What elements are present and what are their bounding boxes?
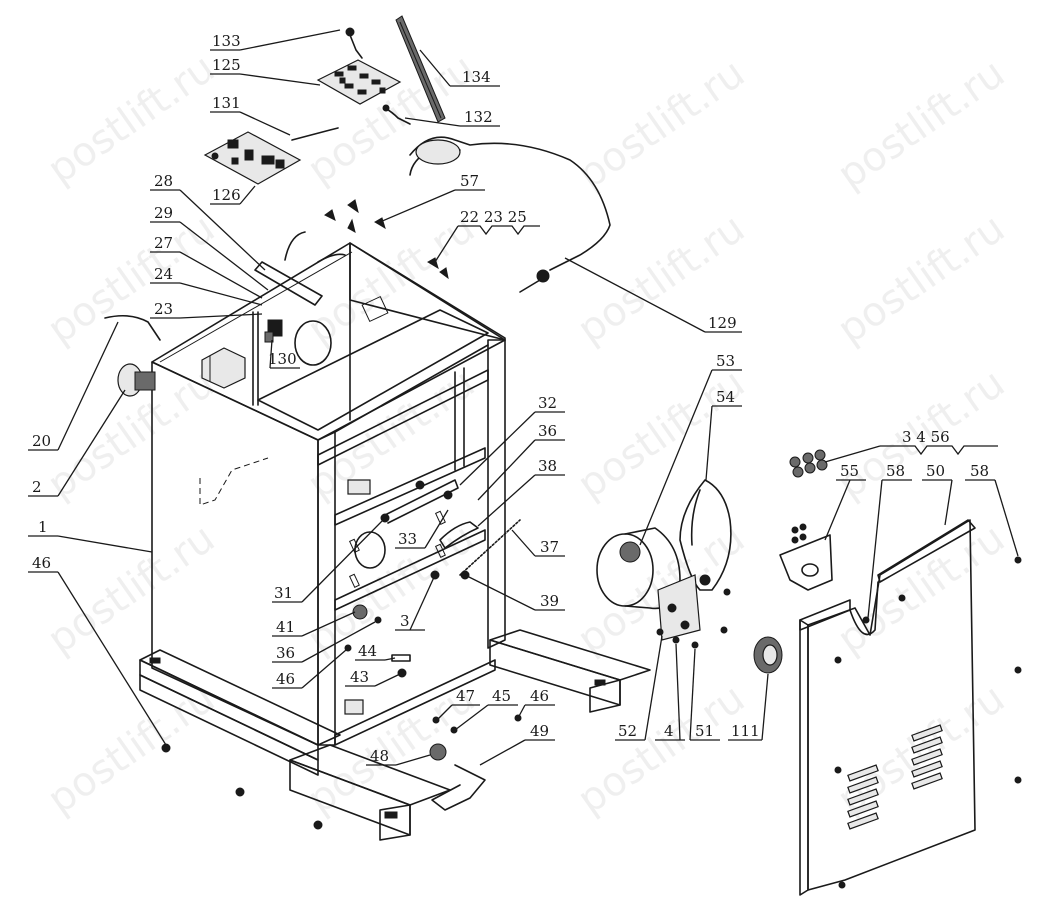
callout-48: 48	[370, 747, 389, 765]
part-134-rail	[395, 15, 446, 123]
part-57-fasteners	[324, 199, 386, 234]
watermark-text: postlift.ru	[299, 45, 483, 193]
watermark-text: postlift.ru	[299, 205, 483, 353]
callout-111: 111	[731, 722, 760, 740]
watermark-text: postlift.ru	[39, 205, 223, 353]
callout-46-center: 46	[276, 670, 295, 688]
callout-32: 32	[538, 394, 557, 412]
part-20-cable	[104, 314, 161, 341]
part-50-side-panel	[799, 519, 1022, 896]
callout-51: 51	[695, 722, 714, 740]
callout-52: 52	[618, 722, 637, 740]
callout-49: 49	[530, 722, 549, 740]
callout-31: 31	[274, 584, 293, 602]
callout-36-top: 36	[538, 422, 557, 440]
watermark-text: postlift.ru	[39, 675, 223, 823]
callout-133: 133	[212, 32, 241, 50]
part-111-pulley	[753, 636, 783, 674]
part-132-cable	[382, 104, 411, 125]
part-2-fitting	[117, 363, 156, 397]
callout-55: 55	[840, 462, 859, 480]
callout-131: 131	[212, 94, 241, 112]
callout-132: 132	[464, 108, 493, 126]
callout-58-right: 58	[970, 462, 989, 480]
callout-58-left: 58	[886, 462, 905, 480]
callout-29: 29	[154, 204, 173, 222]
callout-130: 130	[268, 350, 297, 368]
callout-125: 125	[212, 56, 241, 74]
callout-37: 37	[540, 538, 559, 556]
part-131-ribbon	[291, 127, 339, 141]
part-133-connector	[345, 27, 363, 59]
callout-22-23-25: 22 23 25	[460, 208, 527, 226]
callout-57: 57	[460, 172, 479, 190]
callout-23: 23	[154, 300, 173, 318]
callout-39: 39	[540, 592, 559, 610]
callout-54: 54	[716, 388, 735, 406]
fasteners-3-4-56	[789, 449, 828, 478]
vent-slots-left	[847, 764, 879, 830]
callout-20: 20	[32, 432, 51, 450]
motor-assembly	[596, 479, 732, 649]
watermark-layer: postlift.ru postlift.ru postlift.ru post…	[39, 45, 1013, 823]
callout-47: 47	[456, 687, 475, 705]
callout-24: 24	[154, 265, 173, 283]
part-22-fasteners	[427, 257, 449, 280]
callout-134: 134	[462, 68, 491, 86]
watermark-text: postlift.ru	[829, 50, 1013, 198]
callout-126: 126	[212, 186, 241, 204]
callout-28: 28	[154, 172, 173, 190]
callout-41: 41	[276, 618, 295, 636]
watermark-text: postlift.ru	[829, 515, 1013, 663]
transformer	[201, 347, 246, 389]
callout-2: 2	[32, 478, 42, 496]
callout-36-bottom: 36	[276, 644, 295, 662]
callout-1: 1	[38, 518, 48, 536]
callout-129: 129	[708, 314, 737, 332]
callout-33: 33	[398, 530, 417, 548]
callouts: 133 125 131 126 134 132 57 22 23 25 28	[28, 29, 1019, 766]
callout-38: 38	[538, 457, 557, 475]
callout-27: 27	[154, 234, 173, 252]
callout-3-center: 3	[400, 612, 410, 630]
part-129-cable-sensor	[409, 136, 611, 293]
watermark-text: postlift.ru	[299, 515, 483, 663]
vent-slots-right	[911, 724, 943, 790]
watermark-text: postlift.ru	[829, 205, 1013, 353]
callout-46-right: 46	[530, 687, 549, 705]
callout-46-left: 46	[32, 554, 51, 572]
callout-50: 50	[926, 462, 945, 480]
callout-44: 44	[358, 642, 377, 660]
part-125-control-board	[316, 59, 402, 105]
callout-43: 43	[350, 668, 369, 686]
callout-45: 45	[492, 687, 511, 705]
callout-3-4-56: 3 4 56	[902, 428, 950, 446]
watermark-text: postlift.ru	[569, 50, 753, 198]
watermark-text: postlift.ru	[39, 45, 223, 193]
callout-4: 4	[664, 722, 674, 740]
part-130-switch	[264, 319, 283, 343]
callout-53: 53	[716, 352, 735, 370]
part-126-power-board	[203, 131, 302, 185]
internal-mechanism	[344, 479, 521, 715]
watermark-text: postlift.ru	[569, 360, 753, 508]
part-55-bracket	[779, 523, 833, 591]
